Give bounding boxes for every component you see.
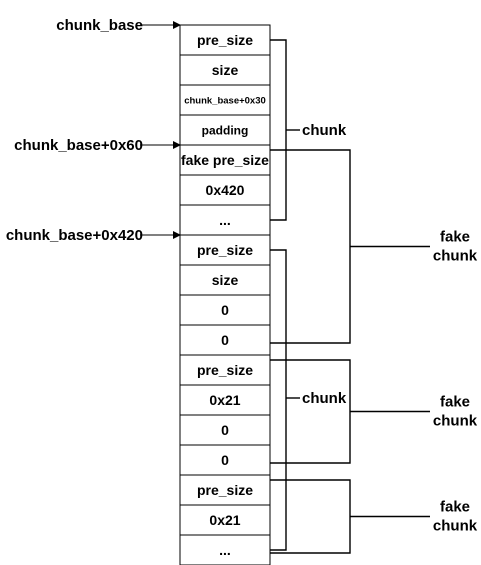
memory-cell-label: ... bbox=[219, 542, 231, 558]
memory-cell-label: chunk_base+0x30 bbox=[184, 95, 266, 106]
memory-cell: 0 bbox=[179, 324, 271, 356]
memory-cell: pre_size bbox=[179, 354, 271, 386]
memory-cell-label: pre_size bbox=[197, 32, 253, 48]
pointer-label: chunk_base+0x420 bbox=[6, 227, 143, 244]
memory-cell: size bbox=[179, 54, 271, 86]
memory-cell: chunk_base+0x30 bbox=[179, 84, 271, 116]
fake-chunk-bracket-line bbox=[270, 149, 351, 344]
chunk-bracket: chunk bbox=[270, 249, 347, 551]
memory-cell-box bbox=[179, 24, 271, 56]
memory-cell-label: 0 bbox=[221, 452, 229, 468]
memory-cell-label: 0x21 bbox=[209, 392, 240, 408]
memory-cell-box bbox=[179, 414, 271, 446]
memory-cell-label: padding bbox=[202, 123, 249, 137]
memory-cell-box bbox=[179, 174, 271, 206]
memory-cell: pre_size bbox=[179, 24, 271, 56]
pointer-arrow: chunk_base+0x60 bbox=[14, 137, 181, 154]
chunk-label: chunk bbox=[302, 390, 347, 407]
memory-cell-label: ... bbox=[219, 212, 231, 228]
memory-cell: 0x420 bbox=[179, 174, 271, 206]
memory-cell-box bbox=[179, 324, 271, 356]
memory-cell: 0x21 bbox=[179, 504, 271, 536]
memory-cell-label: fake pre_size bbox=[181, 152, 269, 168]
memory-cell-box bbox=[179, 354, 271, 386]
fake-chunk-label-line1: fake bbox=[440, 499, 470, 516]
fake-chunk-label-line1: fake bbox=[440, 229, 470, 246]
memory-cell-box bbox=[179, 504, 271, 536]
memory-cell: 0 bbox=[179, 444, 271, 476]
memory-cell-label: 0 bbox=[221, 422, 229, 438]
pointer-arrow: chunk_base+0x420 bbox=[6, 227, 181, 244]
fake-chunk-bracket-line bbox=[270, 479, 351, 554]
memory-cell-box bbox=[179, 294, 271, 326]
memory-cell: 0 bbox=[179, 294, 271, 326]
fake-chunk-label-line2: chunk bbox=[433, 248, 478, 265]
memory-cell-label: pre_size bbox=[197, 242, 253, 258]
pointer-arrow: chunk_base bbox=[56, 17, 181, 34]
memory-cell: ... bbox=[179, 534, 271, 565]
memory-cell-label: pre_size bbox=[197, 362, 253, 378]
fake-chunk-label-line2: chunk bbox=[433, 413, 478, 430]
memory-cell-label: pre_size bbox=[197, 482, 253, 498]
fake-chunk-bracket: fake chunk bbox=[270, 359, 478, 464]
memory-cell: fake pre_size bbox=[179, 144, 271, 176]
fake-chunk-bracket: fake chunk bbox=[270, 479, 478, 554]
memory-cell: 0 bbox=[179, 414, 271, 446]
fake-chunk-bracket: fake chunk bbox=[270, 149, 478, 344]
memory-cell-box bbox=[179, 114, 271, 146]
memory-cell-label: size bbox=[212, 272, 239, 288]
memory-cell: pre_size bbox=[179, 474, 271, 506]
pointer-label: chunk_base bbox=[56, 17, 143, 34]
memory-cell-box bbox=[179, 474, 271, 506]
chunk-bracket-line bbox=[270, 249, 287, 551]
memory-cell-label: size bbox=[212, 62, 239, 78]
memory-cell: 0x21 bbox=[179, 384, 271, 416]
memory-cell-box bbox=[179, 534, 271, 565]
memory-cell: size bbox=[179, 264, 271, 296]
memory-cell: padding bbox=[179, 114, 271, 146]
memory-cell: pre_size bbox=[179, 234, 271, 266]
fake-chunk-bracket-line bbox=[270, 359, 351, 464]
memory-cell-box bbox=[179, 54, 271, 86]
pointer-label: chunk_base+0x60 bbox=[14, 137, 143, 154]
chunk-bracket: chunk bbox=[270, 39, 347, 221]
chunk-bracket-line bbox=[270, 39, 287, 221]
fake-chunk-label-line2: chunk bbox=[433, 518, 478, 535]
memory-cell-label: 0 bbox=[221, 302, 229, 318]
memory-cell-label: 0x21 bbox=[209, 512, 240, 528]
memory-cell-label: 0 bbox=[221, 332, 229, 348]
fake-chunk-label-line1: fake bbox=[440, 394, 470, 411]
memory-cell-box bbox=[179, 234, 271, 266]
memory-cell-label: 0x420 bbox=[206, 182, 245, 198]
memory-cell: ... bbox=[179, 204, 271, 236]
chunk-label: chunk bbox=[302, 122, 347, 139]
